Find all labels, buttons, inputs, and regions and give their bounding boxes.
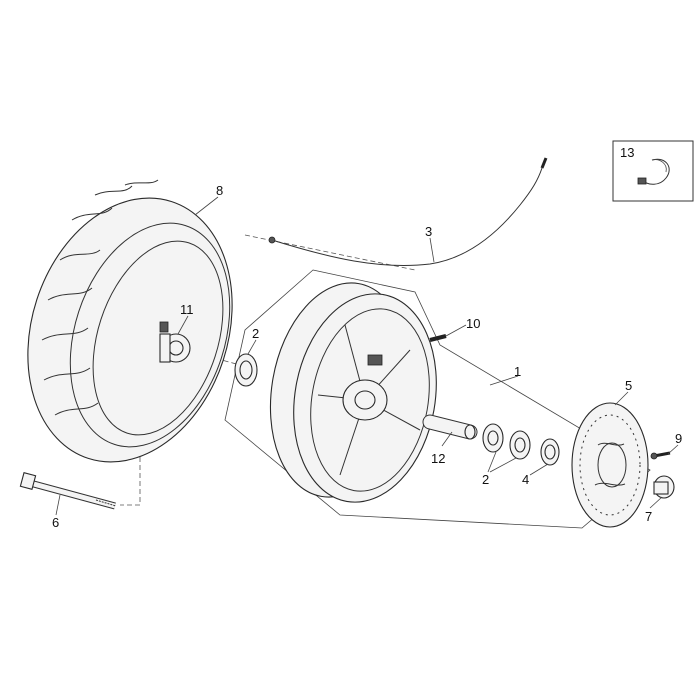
callout-4: 4 (522, 472, 529, 487)
callout-6: 6 (52, 515, 59, 530)
bearing-icon (234, 353, 258, 387)
callouts: 1 2 2 3 4 5 6 7 8 9 10 11 12 13 (52, 145, 682, 530)
callout-11: 11 (180, 302, 194, 317)
valve-icon (429, 334, 447, 342)
clamp-icon (637, 158, 670, 185)
disc-icon (571, 402, 649, 528)
callout-13: 13 (620, 145, 634, 160)
leader-lines (55, 196, 679, 516)
callout-3: 3 (425, 224, 432, 239)
callout-7: 7 (645, 509, 652, 524)
cable-icon (268, 157, 548, 267)
callout-2: 2 (252, 326, 259, 341)
clamp-inset (612, 140, 694, 202)
callout-2: 2 (482, 472, 489, 487)
tyre-icon (27, 179, 233, 463)
alignment-line (120, 345, 141, 506)
callout-12: 12 (431, 451, 445, 466)
callout-1: 1 (514, 364, 521, 379)
spacer-icon (422, 414, 478, 440)
spacer-icon (653, 475, 675, 499)
screw-icon (650, 451, 671, 460)
bearing-icon (482, 423, 531, 460)
spacer-icon (540, 438, 560, 466)
callout-10: 10 (466, 316, 480, 331)
drive-icon (159, 321, 191, 363)
axle-icon (19, 472, 117, 510)
callout-8: 8 (216, 183, 223, 198)
rim-icon (269, 282, 437, 503)
callout-9: 9 (675, 431, 682, 446)
callout-5: 5 (625, 378, 632, 393)
